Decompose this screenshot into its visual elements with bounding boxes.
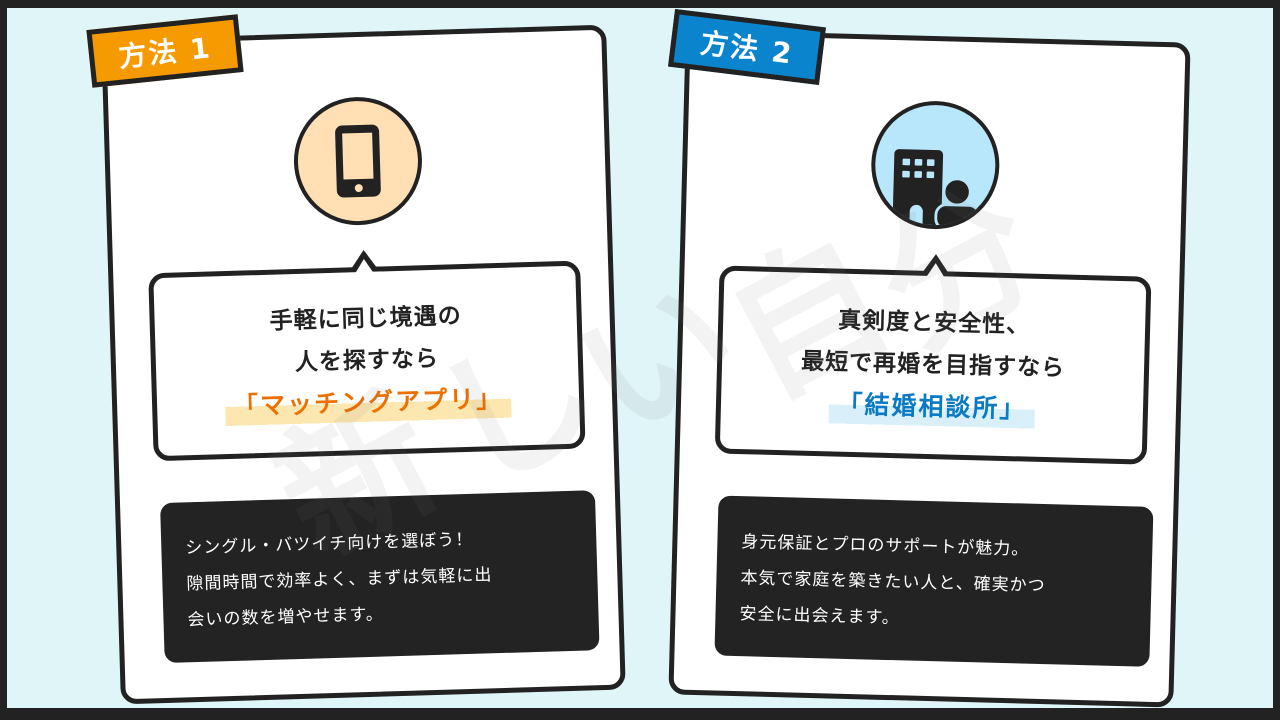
description-box-1: シングル・バツイチ向けを選ぼう！ 隙間時間で効率よく、まずは気軽に出 会いの数を… [160, 490, 600, 664]
speech-bubble-2: 真剣度と安全性、 最短で再婚を目指すなら 「結婚相談所」 [714, 265, 1152, 465]
description-box-2: 身元保証とプロのサポートが魅力。 本気で家庭を築きたい人と、確実かつ 安全に出会… [714, 495, 1154, 667]
headline-line: 真剣度と安全性、 [837, 307, 1031, 339]
speech-bubble-1: 手軽に同じ境遇の 人を探すなら 「マッチングアプリ」 [148, 260, 586, 462]
method-card-2: 真剣度と安全性、 最短で再婚を目指すなら 「結婚相談所」 身元保証とプロのサポー… [668, 29, 1191, 708]
method-card-1: 手軽に同じ境遇の 人を探すなら 「マッチングアプリ」 シングル・バツイチ向けを選… [101, 24, 626, 705]
office-building-person-icon [869, 99, 1001, 231]
highlight-marriage-agency: 「結婚相談所」 [828, 383, 1036, 431]
headline-line: 手軽に同じ境遇の [269, 303, 462, 335]
headline-line: 最短で再婚を目指すなら [800, 348, 1066, 382]
highlight-matching-app: 「マッチングアプリ」 [224, 377, 512, 429]
smartphone-icon [291, 95, 424, 227]
headline-line: 人を探すなら [294, 345, 440, 377]
